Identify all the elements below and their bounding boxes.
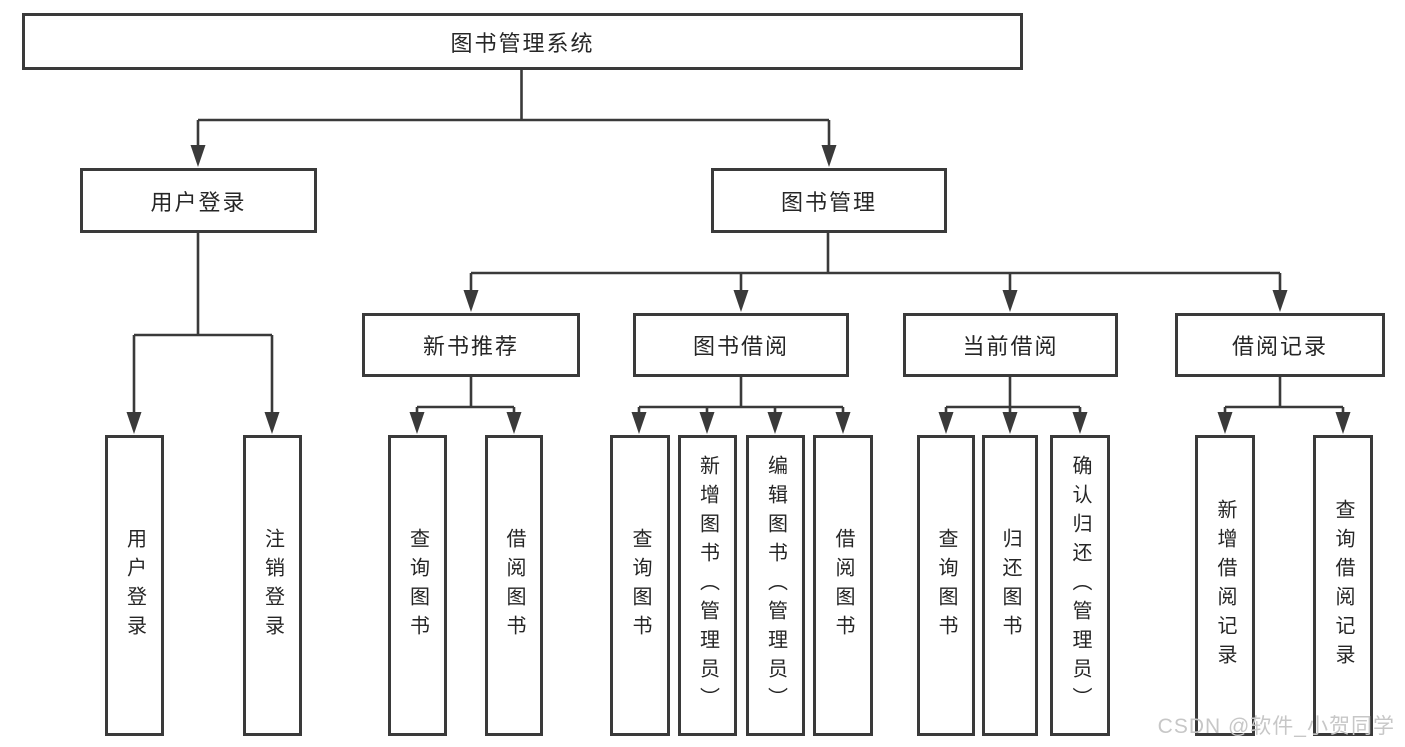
leaf-current-query-books-label: 查询图书 (935, 527, 957, 644)
leaf-record-add-borrow-record-label: 新增借阅记录 (1214, 498, 1236, 673)
node-user-login-label: 用户登录 (150, 189, 247, 215)
leaf-borrow-query-books: 查询图书 (610, 435, 670, 736)
leaf-borrow-edit-books-admin-label: 编辑图书（管理员） (764, 455, 787, 716)
leaf-newrec-query-books: 查询图书 (388, 435, 447, 736)
leaf-borrow-borrow-books-label: 借阅图书 (832, 527, 854, 644)
leaf-record-query-borrow-record: 查询借阅记录 (1313, 435, 1373, 736)
arrowheads (126, 145, 1351, 434)
node-new-book-recommend-label: 新书推荐 (422, 334, 519, 359)
leaf-borrow-add-books-admin-label: 新增图书（管理员） (696, 455, 719, 716)
node-book-management: 图书管理 (711, 168, 947, 233)
node-user-login: 用户登录 (80, 168, 317, 233)
leaf-user-login: 用户登录 (105, 435, 164, 736)
node-current-borrow: 当前借阅 (903, 313, 1118, 377)
leaf-record-add-borrow-record: 新增借阅记录 (1195, 435, 1255, 736)
node-book-borrow-label: 图书借阅 (692, 334, 789, 359)
leaf-borrow-edit-books-admin: 编辑图书（管理员） (746, 435, 805, 736)
leaf-user-login-label: 用户登录 (123, 527, 146, 644)
leaf-newrec-borrow-books: 借阅图书 (485, 435, 543, 736)
csdn-watermark: CSDN @软件_小贺同学 (1157, 715, 1395, 738)
node-book-management-label: 图书管理 (780, 189, 877, 215)
leaf-current-return-books: 归还图书 (982, 435, 1038, 736)
node-root-label: 图书管理系统 (450, 30, 595, 56)
node-new-book-recommend: 新书推荐 (362, 313, 580, 377)
leaf-logout-login-label: 注销登录 (261, 527, 284, 644)
leaf-record-query-borrow-record-label: 查询借阅记录 (1332, 498, 1354, 673)
node-book-borrow: 图书借阅 (633, 313, 849, 377)
leaf-current-confirm-return-admin-label: 确认归还（管理员） (1069, 455, 1091, 716)
leaf-logout-login: 注销登录 (243, 435, 302, 736)
node-borrow-record-label: 借阅记录 (1231, 334, 1328, 359)
leaf-newrec-query-books-label: 查询图书 (406, 527, 429, 644)
leaf-borrow-query-books-label: 查询图书 (629, 527, 651, 644)
leaf-current-confirm-return-admin: 确认归还（管理员） (1050, 435, 1110, 736)
node-borrow-record: 借阅记录 (1175, 313, 1385, 377)
leaf-current-query-books: 查询图书 (917, 435, 975, 736)
leaf-borrow-add-books-admin: 新增图书（管理员） (678, 435, 737, 736)
node-current-borrow-label: 当前借阅 (962, 334, 1059, 359)
leaf-newrec-borrow-books-label: 借阅图书 (503, 527, 525, 644)
leaf-current-return-books-label: 归还图书 (999, 527, 1021, 644)
leaf-borrow-borrow-books: 借阅图书 (813, 435, 873, 736)
node-root: 图书管理系统 (22, 13, 1023, 70)
